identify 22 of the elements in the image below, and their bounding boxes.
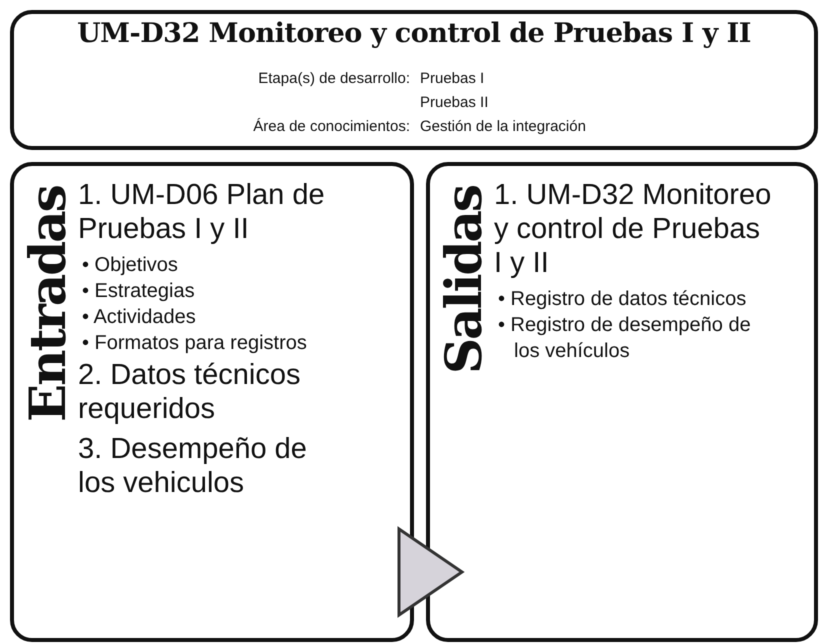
title-box: [10, 10, 818, 150]
section-heading: Salidas: [434, 186, 493, 374]
bullet-item: • Formatos para registros: [82, 331, 308, 356]
content-panel: [10, 162, 414, 642]
list-item: 3. Desempeño de los vehiculos: [78, 432, 308, 500]
node-heading: UM-D32 Monitoreo y control de Pruebas I y II: [76, 18, 752, 49]
field-value: Pruebas I: [420, 70, 484, 87]
bullet-item: • Estrategias: [82, 279, 196, 304]
bullet-item: • Registro de datos técnicos: [498, 287, 748, 312]
section-heading: Entradas: [18, 186, 77, 422]
list-item: 1. UM-D32 Monitoreo y control de Pruebas I y II: [494, 178, 772, 280]
field-label: Área de conocimientos:: [253, 118, 410, 135]
field-value: Pruebas II: [420, 94, 488, 111]
bullet-item: • Actividades: [82, 305, 197, 330]
bullet-item: • Objetivos: [82, 253, 179, 278]
content-panel: [426, 162, 818, 642]
chevron-arrow: [398, 528, 464, 616]
field-value: Gestión de la integración: [420, 118, 586, 135]
list-item: 2. Datos técnicos requeridos: [78, 358, 302, 426]
list-item: 1. UM-D06 Plan de Pruebas I y II: [78, 178, 326, 246]
field-label: Etapa(s) de desarrollo:: [258, 70, 410, 87]
bullet-item: • Registro de desempeño de los vehículos: [498, 313, 752, 364]
